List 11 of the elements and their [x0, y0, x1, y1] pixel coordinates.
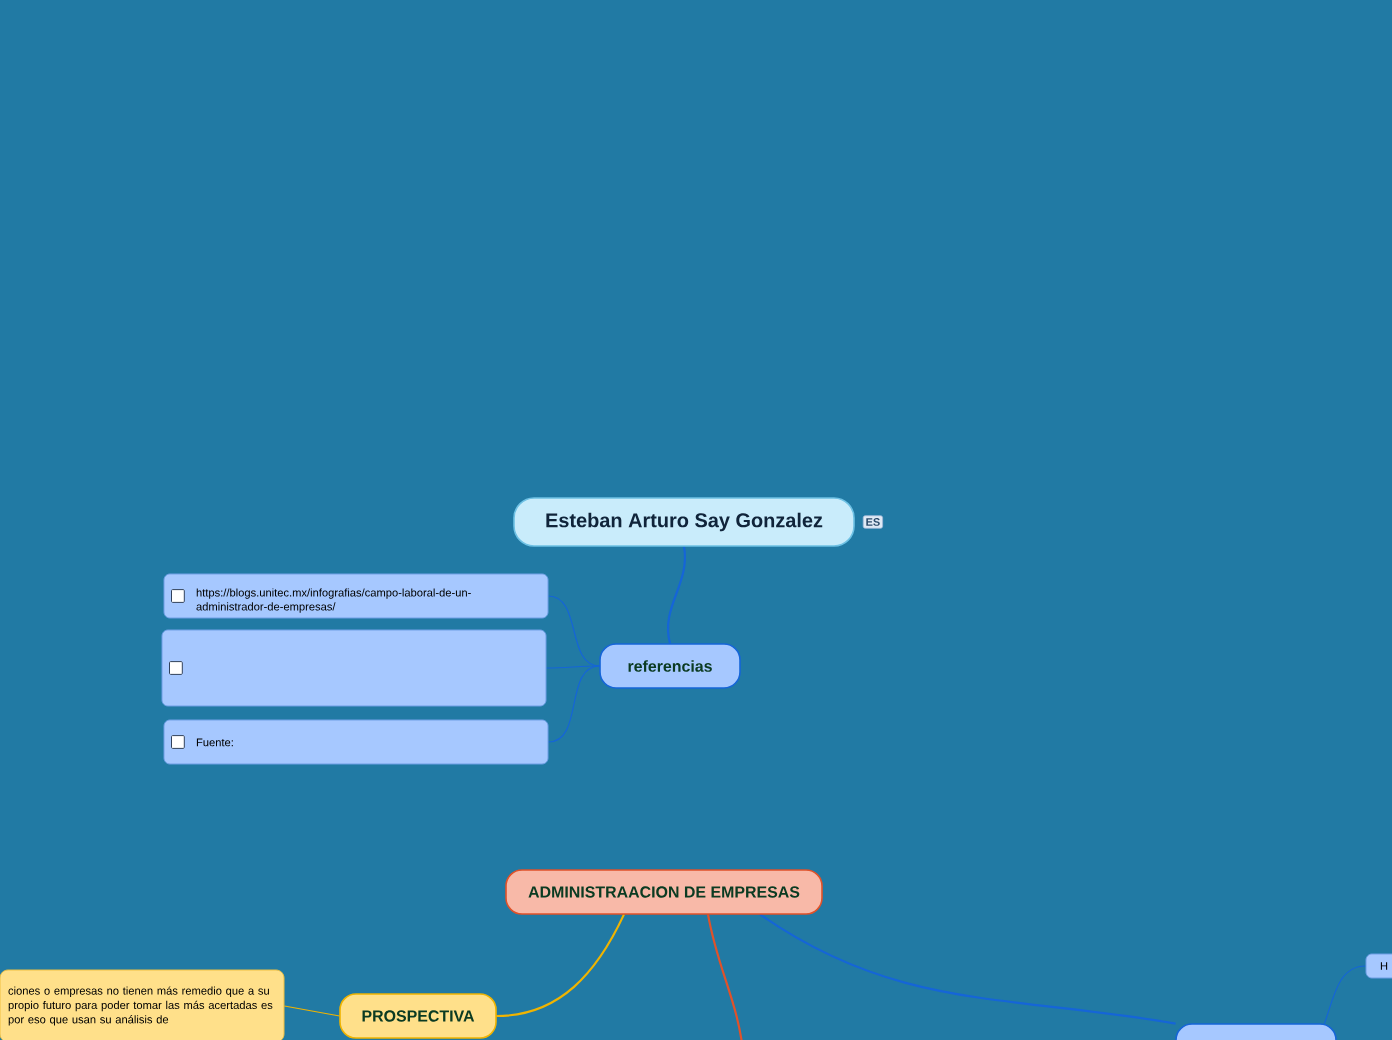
- topic-box: [1175, 1023, 1337, 1040]
- connector: [759, 913, 1176, 1025]
- connector: [666, 546, 686, 644]
- topic-box: [161, 629, 547, 707]
- connector: [1323, 965, 1367, 1025]
- connector: [545, 665, 601, 669]
- connector: [283, 1005, 341, 1017]
- central-topic: Esteban Arturo Say Gonzalez: [513, 497, 855, 547]
- connector: [706, 914, 746, 1040]
- connector: [496, 913, 625, 1018]
- connector: [547, 665, 601, 743]
